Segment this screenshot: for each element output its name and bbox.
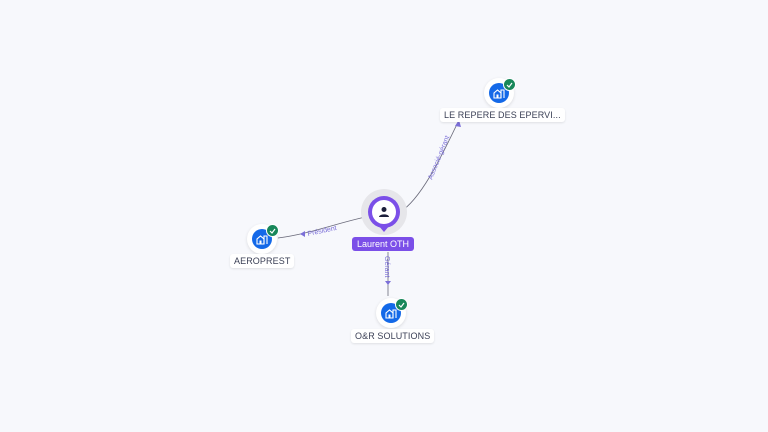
company-node-or-solutions[interactable]: [376, 298, 408, 330]
building-icon: [256, 234, 268, 245]
person-icon: [379, 207, 389, 217]
building-icon: [385, 308, 397, 319]
company-label[interactable]: O&R SOLUTIONS: [351, 329, 435, 343]
pin-tip: [378, 225, 390, 232]
arrow-icon: [300, 231, 305, 237]
building-icon: [493, 88, 505, 99]
edge-label-president: Président: [307, 225, 337, 238]
edge-label-associe-gerant: Associé-gérant: [427, 135, 451, 181]
verified-check-icon: [503, 78, 516, 91]
person-node[interactable]: [360, 188, 410, 252]
verified-check-icon: [395, 298, 408, 311]
company-label[interactable]: LE REPERE DES EPERVI...: [440, 108, 565, 122]
verified-check-icon: [266, 224, 279, 237]
company-label[interactable]: AEROPREST: [230, 254, 295, 268]
arrow-icon: [385, 281, 391, 285]
person-name-label[interactable]: Laurent OTH: [352, 237, 415, 251]
edge-president: [277, 215, 371, 239]
person-pin[interactable]: [368, 196, 400, 228]
company-node-aeroprest[interactable]: [247, 224, 279, 256]
company-node-le-repere[interactable]: [484, 78, 516, 110]
edge-label-gerant: Gérant: [383, 256, 390, 277]
